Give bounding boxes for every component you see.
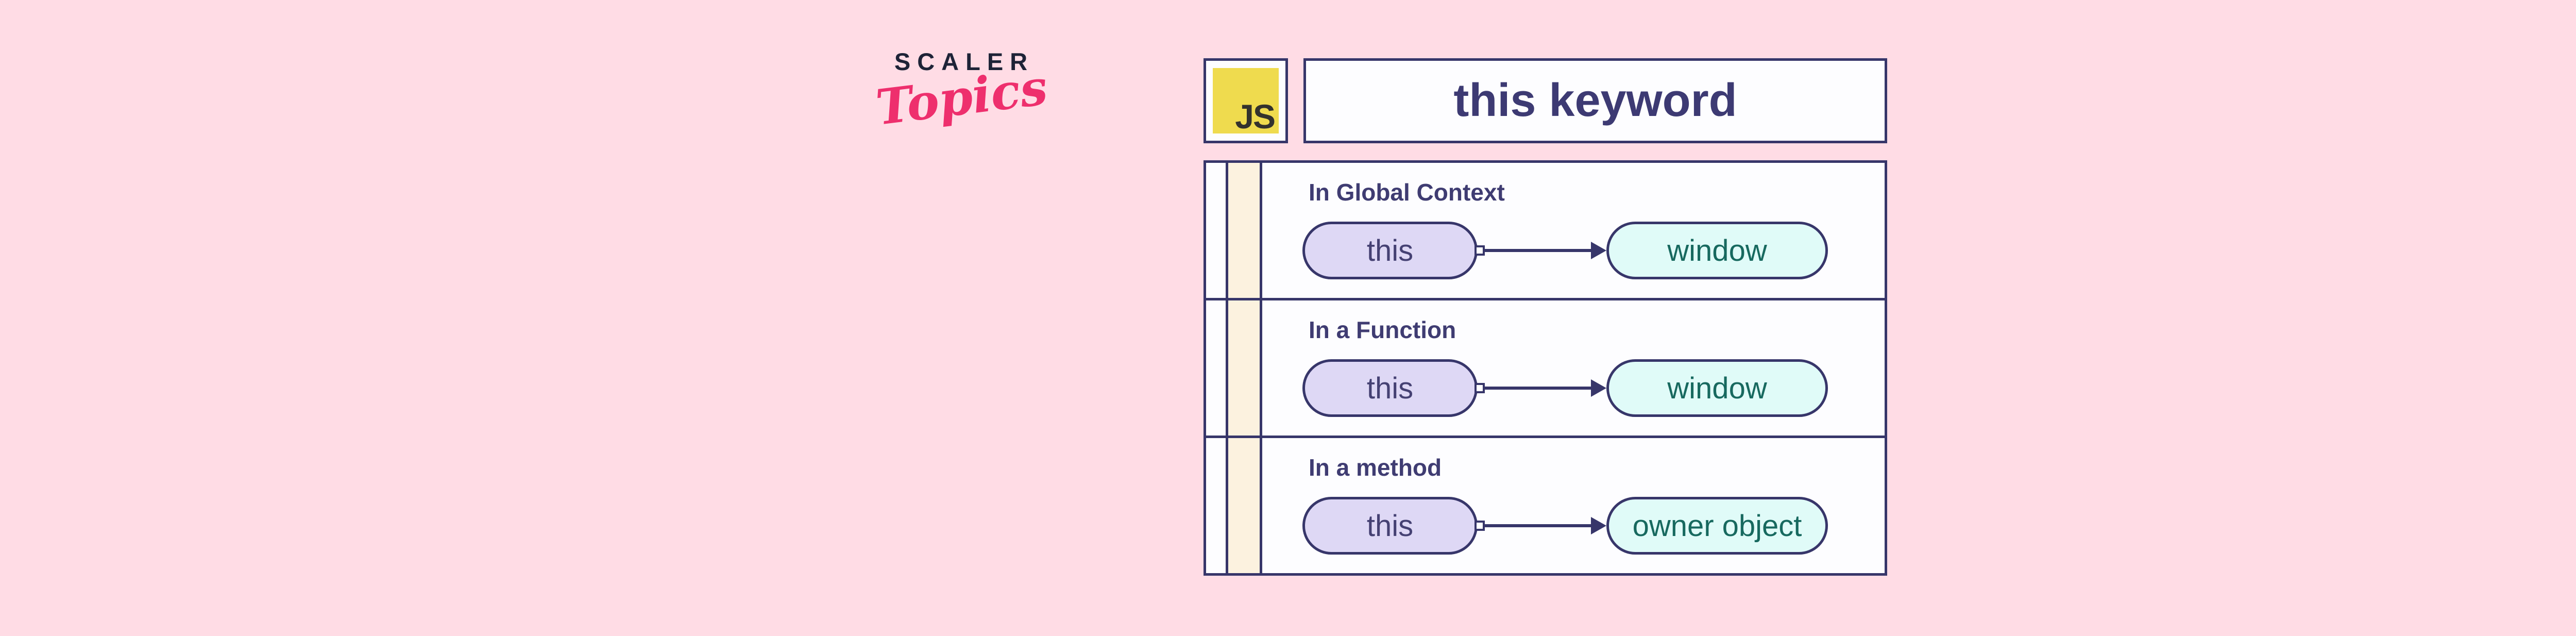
row-content-cell: In a Function this window — [1262, 300, 1885, 436]
connector-line — [1485, 249, 1592, 252]
table-row: In a Function this window — [1206, 298, 1885, 436]
logo-scaler-text: SCALER — [894, 48, 1035, 75]
table-row: In Global Context this window — [1206, 163, 1885, 298]
connector-square — [1475, 521, 1485, 531]
row-accent-cell — [1228, 300, 1262, 436]
connector-square — [1475, 245, 1485, 256]
diagram-table: In Global Context this window In a Funct… — [1204, 160, 1887, 576]
target-node: window — [1606, 222, 1828, 279]
row-label: In Global Context — [1309, 179, 1505, 206]
row-accent-cell — [1228, 163, 1262, 298]
target-node: owner object — [1606, 497, 1828, 555]
this-node: this — [1302, 497, 1478, 555]
arrowhead-icon — [1591, 379, 1606, 397]
connector-line — [1485, 524, 1592, 527]
row-content-cell: In Global Context this window — [1262, 163, 1885, 298]
js-icon: JS — [1213, 68, 1279, 133]
row-accent-cell — [1228, 438, 1262, 573]
row-spacer-cell — [1206, 300, 1228, 436]
page-title: this keyword — [1453, 75, 1737, 126]
row-spacer-cell — [1206, 438, 1228, 573]
scaler-topics-logo: SCALER Topics — [873, 47, 1050, 137]
row-spacer-cell — [1206, 163, 1228, 298]
arrowhead-icon — [1591, 517, 1606, 534]
js-badge: JS — [1204, 58, 1288, 143]
js-icon-label: JS — [1235, 97, 1276, 136]
connector-square — [1475, 383, 1485, 393]
this-node: this — [1302, 222, 1478, 279]
target-node: window — [1606, 359, 1828, 417]
title-box: this keyword — [1303, 58, 1887, 143]
row-label: In a Function — [1309, 316, 1456, 343]
table-row: In a method this owner object — [1206, 436, 1885, 573]
row-content-cell: In a method this owner object — [1262, 438, 1885, 573]
connector-line — [1485, 387, 1592, 390]
row-label: In a method — [1309, 454, 1442, 481]
arrowhead-icon — [1591, 242, 1606, 259]
this-node: this — [1302, 359, 1478, 417]
